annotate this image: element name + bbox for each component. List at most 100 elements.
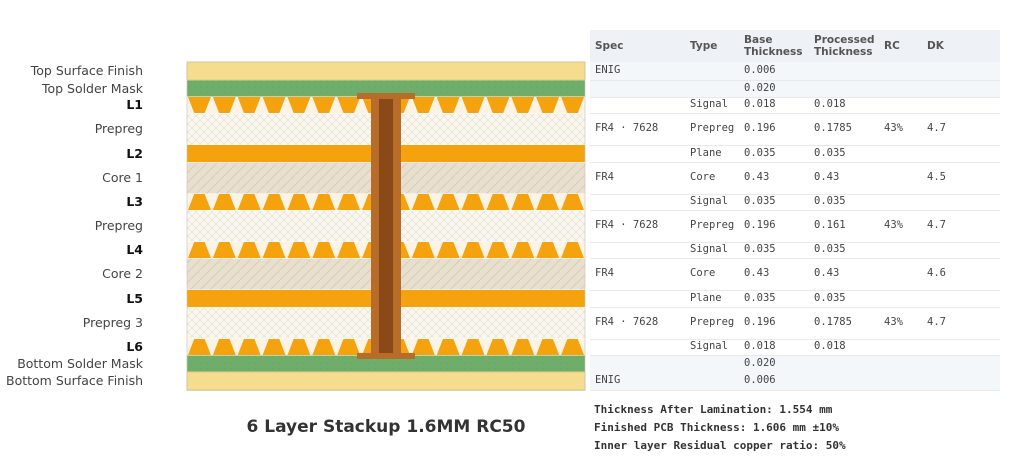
table-row: Signal 0.035 0.035 [590, 194, 1000, 211]
cell-processed: 0.161 [814, 219, 846, 231]
cell-base: 0.43 [744, 267, 770, 279]
layer-label-1: Top Solder Mask [41, 80, 143, 96]
layer-14-finish [186, 371, 586, 391]
cell-rc: 43% [884, 316, 903, 328]
table-row: 0.020 [590, 80, 1000, 98]
table-row: FR4 · 7628 Prepreg 0.196 0.161 43% 4.7 [590, 211, 1000, 243]
cell-type: Prepreg [690, 316, 735, 328]
cell-processed: 0.43 [814, 267, 840, 279]
cell-base: 0.006 [744, 374, 776, 386]
layer-label-9: Core 2 [102, 266, 143, 281]
header-base-1: Base [744, 34, 773, 46]
table-row: Plane 0.035 0.035 [590, 145, 1000, 163]
layer-label-6: L3 [126, 194, 143, 209]
header-processed-1: Processed [814, 34, 875, 46]
layer-1-mask [187, 80, 585, 97]
cell-base: 0.020 [744, 81, 776, 94]
table-row: Signal 0.018 0.018 [590, 339, 1000, 356]
cell-spec: FR4 · 7628 [595, 219, 659, 231]
layer-label-10: L5 [126, 290, 143, 306]
cell-dk: 4.6 [927, 267, 946, 279]
header-rc: RC [884, 40, 900, 52]
table-row: 0.020 [590, 355, 1000, 373]
cell-processed: 0.035 [814, 243, 846, 255]
table-row: Plane 0.035 0.035 [590, 290, 1000, 308]
layer-label-0: Top Surface Finish [30, 63, 143, 78]
cell-base: 0.196 [744, 316, 776, 328]
cell-dk: 4.7 [927, 219, 946, 231]
cell-spec: FR4 · 7628 [595, 316, 659, 328]
cell-base: 0.43 [744, 171, 770, 183]
cell-type: Prepreg [690, 219, 735, 231]
cell-spec: FR4 [595, 267, 614, 279]
cell-base: 0.196 [744, 122, 776, 134]
cell-spec: ENIG [595, 374, 621, 386]
table-row: Signal 0.035 0.035 [590, 242, 1000, 259]
cell-type: Prepreg [690, 122, 735, 134]
table-row: Signal 0.018 0.018 [590, 97, 1000, 114]
cell-base: 0.018 [744, 340, 776, 352]
cell-processed: 0.018 [814, 340, 846, 352]
layer-label-5: Core 1 [102, 170, 143, 185]
layer-13-mask [187, 355, 585, 372]
cell-base: 0.035 [744, 291, 776, 304]
cell-base: 0.035 [744, 146, 776, 159]
cell-type: Core [690, 267, 716, 279]
cell-type: Signal [690, 195, 728, 207]
cell-type: Signal [690, 98, 728, 110]
cell-processed: 0.43 [814, 171, 840, 183]
cell-rc: 43% [884, 122, 903, 134]
layer-label-11: Prepreg 3 [82, 315, 143, 330]
cell-processed: 0.035 [814, 195, 846, 207]
layer-label-8: L4 [126, 242, 143, 257]
layer-label-2: L1 [126, 97, 143, 112]
cell-spec: FR4 · 7628 [595, 122, 659, 134]
layer-label-14: Bottom Surface Finish [6, 373, 143, 388]
table-row: FR4 Core 0.43 0.43 4.6 [590, 259, 1000, 291]
header-type: Type [690, 40, 718, 52]
cell-base: 0.035 [744, 243, 776, 255]
diagram-title: 6 Layer Stackup 1.6MM RC50 [246, 417, 526, 437]
stack-outline [186, 61, 586, 391]
cell-dk: 4.5 [927, 171, 946, 183]
cell-type: Plane [690, 146, 722, 159]
layer-label-12: L6 [126, 339, 143, 354]
cell-type: Signal [690, 243, 728, 255]
header-dk: DK [927, 40, 944, 52]
cell-processed: 0.1785 [814, 316, 852, 328]
table-row: FR4 · 7628 Prepreg 0.196 0.1785 43% 4.7 [590, 308, 1000, 340]
layer-label-7: Prepreg [94, 218, 143, 233]
cell-dk: 4.7 [927, 122, 946, 134]
layer-2-signal [187, 97, 585, 113]
cell-processed: 0.035 [814, 146, 846, 159]
cell-base: 0.020 [744, 356, 776, 369]
cell-type: Signal [690, 340, 728, 352]
cell-base: 0.196 [744, 219, 776, 231]
cell-dk: 4.7 [927, 316, 946, 328]
cell-spec: FR4 [595, 171, 614, 183]
cell-rc: 43% [884, 219, 903, 231]
cell-spec: ENIG [595, 64, 621, 76]
cell-processed: 0.018 [814, 98, 846, 110]
layer-0-finish [186, 61, 586, 81]
cell-base: 0.018 [744, 98, 776, 110]
layer-label-4: L2 [126, 145, 143, 161]
via-hole [379, 99, 393, 353]
cell-processed: 0.1785 [814, 122, 852, 134]
table-row: FR4 Core 0.43 0.43 4.5 [590, 163, 1000, 195]
table-header: Spec Type Base Thickness Processed Thick… [590, 30, 1000, 62]
header-base-2: Thickness [744, 46, 803, 58]
header-spec: Spec [595, 40, 624, 52]
layer-label-13: Bottom Solder Mask [17, 355, 143, 371]
cell-base: 0.006 [744, 64, 776, 76]
cell-type: Core [690, 171, 716, 183]
cell-base: 0.035 [744, 195, 776, 207]
cell-processed: 0.035 [814, 291, 846, 304]
header-processed-2: Thickness [814, 46, 873, 58]
cell-type: Plane [690, 291, 722, 304]
layer-label-3: Prepreg [94, 121, 143, 136]
table-row: ENIG 0.006 [590, 62, 1000, 81]
table-row: FR4 · 7628 Prepreg 0.196 0.1785 43% 4.7 [590, 114, 1000, 146]
summary-finished-thickness: Finished PCB Thickness: 1.606 mm ±10% [594, 421, 840, 434]
